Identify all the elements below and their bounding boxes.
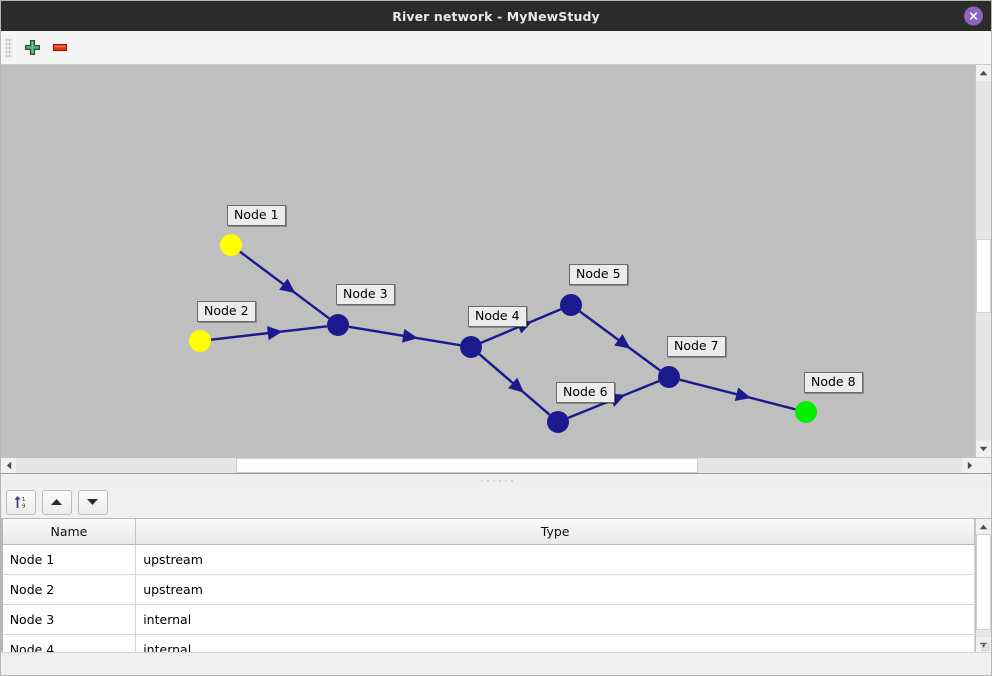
nodes-scroll-up-button[interactable] <box>976 519 992 534</box>
window-resize-grip[interactable] <box>981 643 989 651</box>
nodes-cell[interactable]: upstream <box>135 544 976 575</box>
graph-node-node2[interactable] <box>189 330 211 352</box>
scroll-left-button[interactable] <box>1 458 16 473</box>
window-title: River network - MyNewStudy <box>392 8 600 24</box>
nodes-sort-button[interactable]: 1 9 <box>5 489 36 515</box>
main-toolbar <box>1 31 991 65</box>
status-bar <box>1 652 991 675</box>
graph-node-label-node8[interactable]: Node 8 <box>804 372 863 393</box>
nodes-cell[interactable]: upstream <box>135 574 976 605</box>
graph-node-label-node4[interactable]: Node 4 <box>468 306 527 327</box>
add-node-button[interactable] <box>18 34 46 62</box>
vscroll-thumb[interactable] <box>976 239 991 313</box>
close-window-button[interactable] <box>964 6 983 26</box>
edge-arrowhead <box>267 326 283 341</box>
graph-node-node3[interactable] <box>327 314 349 336</box>
sort-ascending-icon: 1 9 <box>14 496 26 510</box>
scroll-right-button[interactable] <box>962 458 977 473</box>
nodes-cell[interactable]: internal <box>135 604 976 635</box>
edge-arrowhead <box>279 278 296 294</box>
nodes-column-header-name[interactable]: Name <box>2 519 137 545</box>
node-layer <box>189 234 817 433</box>
graph-node-node6[interactable] <box>547 411 569 433</box>
nodes-vertical-scrollbar[interactable] <box>975 519 992 652</box>
svg-text:1: 1 <box>22 497 25 503</box>
nodes-panel: 1 9 <box>1 486 992 652</box>
graph-node-node5[interactable] <box>560 294 582 316</box>
splitter-grip <box>479 478 513 482</box>
edge-arrowhead <box>614 334 631 349</box>
graph-node-node1[interactable] <box>220 234 242 256</box>
graph-node-node4[interactable] <box>460 336 482 358</box>
nodes-cell[interactable]: Node 4 <box>2 634 137 652</box>
nodes-cell[interactable]: internal <box>135 634 976 652</box>
graph-node-node7[interactable] <box>658 366 680 388</box>
river-network-canvas[interactable]: Node 1 Node 2 Node 3 Node 4 Node 5 Node 6 Node… <box>1 65 991 457</box>
title-bar: River network - MyNewStudy <box>1 1 991 31</box>
panel-splitter[interactable] <box>1 473 991 486</box>
scroll-up-button[interactable] <box>976 65 991 81</box>
nodes-cell[interactable]: Node 1 <box>2 544 137 575</box>
chevron-up-icon <box>979 70 988 76</box>
svg-text:9: 9 <box>22 504 26 510</box>
graph-node-label-node5[interactable]: Node 5 <box>569 264 628 285</box>
nodes-cell[interactable]: Node 3 <box>2 604 137 635</box>
canvas-vertical-scrollbar[interactable] <box>975 65 991 457</box>
graph-node-label-node6[interactable]: Node 6 <box>556 382 615 403</box>
edge-layer <box>210 250 796 419</box>
nodes-column-header-type[interactable]: Type <box>135 519 976 545</box>
arrow-down-icon <box>87 499 99 505</box>
add-plus-icon <box>24 39 40 56</box>
canvas-horizontal-scrollbar[interactable] <box>1 457 991 473</box>
edge-arrowhead <box>734 387 752 402</box>
graph-node-label-node1[interactable]: Node 1 <box>227 205 286 226</box>
chevron-left-icon <box>6 461 11 470</box>
edge-arrowhead <box>508 377 525 393</box>
remove-minus-icon <box>52 43 67 52</box>
nodes-move-up-button[interactable] <box>41 489 72 515</box>
graph-node-label-node2[interactable]: Node 2 <box>197 301 256 322</box>
remove-node-button[interactable] <box>46 34 74 62</box>
chevron-up-icon <box>979 524 988 529</box>
nodes-vscroll-thumb[interactable] <box>976 534 992 630</box>
nodes-cell[interactable]: Node 2 <box>2 574 137 605</box>
nodes-move-down-button[interactable] <box>77 489 108 515</box>
close-icon <box>969 12 978 20</box>
nodes-toolbar: 1 9 <box>1 486 992 518</box>
arrow-up-icon <box>51 499 63 505</box>
edge-arrowhead <box>402 328 418 343</box>
chevron-right-icon <box>967 461 972 470</box>
network-graph[interactable] <box>1 65 977 457</box>
toolbar-drag-handle[interactable] <box>5 37 12 58</box>
bottom-panels: 1 9 <box>1 486 992 652</box>
hscroll-thumb[interactable] <box>236 458 698 473</box>
scroll-down-button[interactable] <box>976 441 991 457</box>
graph-node-node8[interactable] <box>795 401 817 423</box>
graph-node-label-node7[interactable]: Node 7 <box>667 336 726 357</box>
chevron-down-icon <box>979 446 988 452</box>
graph-node-label-node3[interactable]: Node 3 <box>336 284 395 305</box>
